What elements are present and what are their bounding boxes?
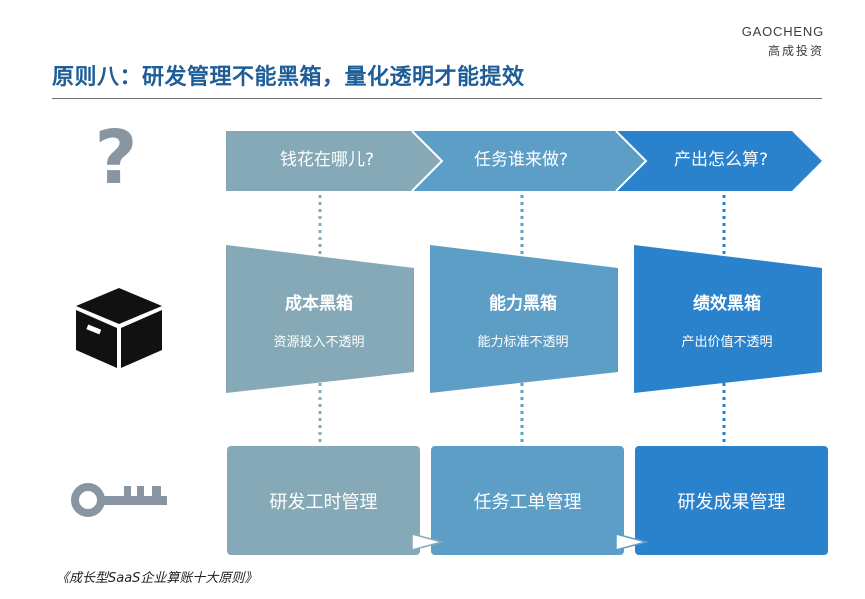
- source-citation: 《成长型SaaS企业算账十大原则》: [56, 571, 258, 586]
- logo-text-en: GAOCHENG: [741, 24, 824, 39]
- question-mark-icon: ?: [94, 115, 138, 201]
- box-panel-3: [634, 245, 822, 393]
- box-panel-2: [430, 245, 618, 393]
- arrow-label-2: 任务谁来做?: [473, 150, 569, 170]
- arrow-segment-1: [226, 131, 442, 191]
- box-title-3: 绩效黑箱: [693, 294, 761, 314]
- box-subtitle-2: 能力标准不透明: [477, 335, 569, 350]
- arrow-label-1: 钱花在哪儿?: [279, 150, 375, 170]
- company-logo: GAOCHENG 高成投资: [732, 24, 824, 59]
- box-title-1: 成本黑箱: [285, 294, 353, 314]
- box-subtitle-1: 资源投入不透明: [273, 335, 365, 350]
- card-3: 研发成果管理: [635, 446, 828, 555]
- arrow-segment-2: [412, 131, 646, 191]
- arrow-segment-3: [616, 131, 822, 191]
- arrow-label-3: 产出怎么算?: [673, 150, 769, 170]
- key-icon: [71, 483, 167, 517]
- logo-text-cn: 高成投资: [767, 44, 824, 58]
- black-box-icon: [76, 288, 162, 368]
- box-title-2: 能力黑箱: [489, 294, 557, 314]
- card-label-3: 研发成果管理: [677, 491, 786, 513]
- flow-arrow-icon-2: [615, 533, 648, 551]
- box-panel-1: [226, 245, 414, 393]
- arrow-band: [226, 131, 822, 191]
- card-2: 任务工单管理: [431, 446, 624, 555]
- card-label-2: 任务工单管理: [473, 491, 582, 513]
- title-divider: [52, 98, 822, 99]
- page-title: 原则八：研发管理不能黑箱，量化透明才能提效: [52, 65, 525, 90]
- card-label-1: 研发工时管理: [269, 491, 378, 513]
- flow-arrow-icon-1: [411, 533, 444, 551]
- card-1: 研发工时管理: [227, 446, 420, 555]
- box-subtitle-3: 产出价值不透明: [681, 335, 773, 350]
